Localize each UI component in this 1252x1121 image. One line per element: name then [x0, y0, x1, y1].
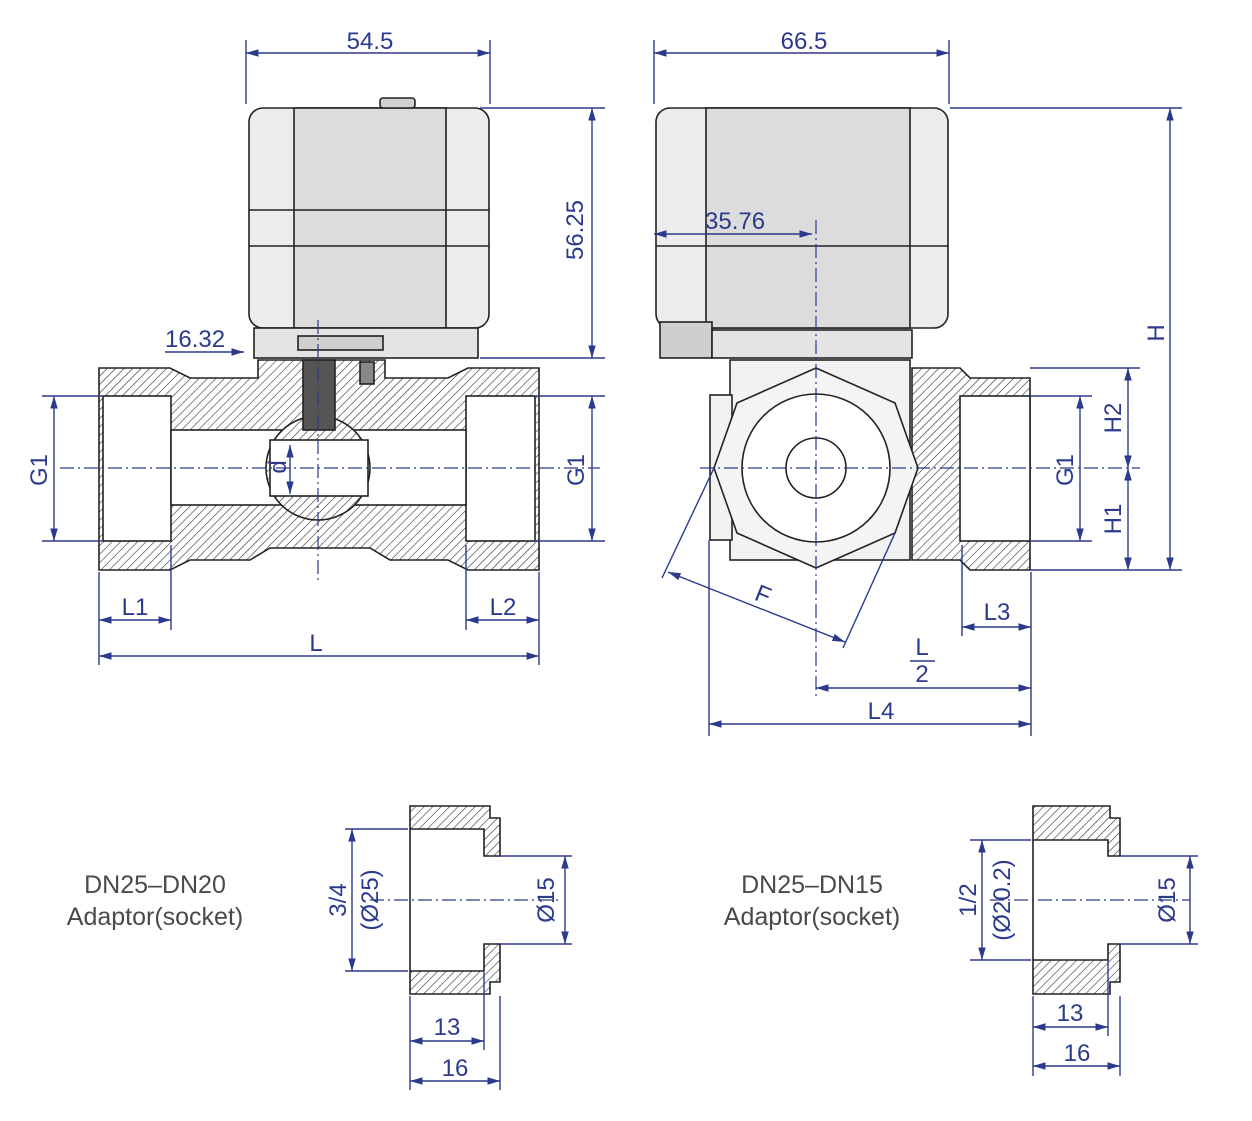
dim-side-width: 66.5 [653, 28, 950, 104]
adaptor-a-thread: 3/4 [325, 883, 352, 916]
dim-l3: L3 [961, 545, 1032, 736]
dim-g1-right: G1 [536, 395, 605, 542]
adaptor-a-len-13: 13 [434, 1014, 461, 1041]
adaptor-b-len-16: 16 [1064, 1040, 1091, 1067]
dim-half-length: L 2 [816, 634, 1031, 692]
adaptor-a-outer-diam: (Ø25) [357, 869, 384, 930]
half-numerator-text: L [915, 634, 928, 661]
adaptor-a-inner-diam: Ø15 [533, 877, 560, 922]
dim-bore-d: d [265, 445, 294, 494]
dim-side-axis: 35.76 [654, 208, 812, 238]
front-actuator [248, 97, 490, 359]
bore-d-text: d [265, 460, 292, 473]
g1-left-text: G1 [26, 454, 53, 486]
h-text: H [1143, 324, 1170, 341]
dim-g1-left: G1 [26, 395, 102, 542]
adaptor-a-title-1: DN25–DN20 [84, 871, 226, 899]
dim-h1-h2: H2 H1 [1030, 367, 1140, 570]
l-text: L [309, 630, 322, 657]
dim-front-height: 56.25 [480, 107, 605, 359]
front-view: 54.5 56.25 16.32 d G1 [26, 28, 605, 665]
g1-side-text: G1 [1052, 454, 1079, 486]
l3-text: L3 [984, 599, 1011, 626]
dim-54-5-text: 54.5 [347, 28, 394, 55]
l4-text: L4 [868, 698, 895, 725]
adaptor-b-inner-diam: Ø15 [1154, 877, 1181, 922]
h2-text: H2 [1100, 403, 1127, 434]
g1-right-text: G1 [563, 454, 590, 486]
adaptor-b-title-1: DN25–DN15 [741, 871, 883, 899]
adaptor-a-len-16: 16 [442, 1055, 469, 1082]
side-actuator [655, 107, 949, 359]
dim-g1-side: G1 [1030, 395, 1092, 542]
dim-56-25-text: 56.25 [562, 200, 589, 260]
dim-l4: L4 [708, 540, 1031, 736]
front-valve-body [98, 359, 540, 571]
dim-66-5-text: 66.5 [781, 28, 828, 55]
dim-total-height: H [950, 107, 1182, 571]
adaptor-b-dims: 1/2 (Ø20.2) Ø15 13 16 [955, 839, 1198, 1076]
side-view: 66.5 35.76 H H2 H1 G1 [653, 28, 1182, 736]
adaptor-dn25-dn20: DN25–DN20 Adaptor(socket) 3/4 (Ø25) Ø15 … [67, 805, 572, 1090]
l1-text: L1 [122, 594, 149, 621]
adaptor-b-title-2: Adaptor(socket) [724, 903, 900, 931]
adaptor-b-outer-diam: (Ø20.2) [989, 859, 1016, 940]
h1-text: H1 [1100, 504, 1127, 535]
dim-front-offset: 16.32 [165, 326, 244, 356]
dim-front-width: 54.5 [245, 28, 491, 104]
adaptor-b-thread: 1/2 [955, 883, 982, 916]
dim-front-lengths: L1 L2 L [98, 545, 540, 665]
side-valve-body [709, 359, 1031, 571]
dim-16-32-text: 16.32 [165, 326, 225, 353]
dim-35-76-text: 35.76 [705, 208, 765, 235]
adaptor-a-dims: 3/4 (Ø25) Ø15 13 16 [325, 828, 572, 1090]
l2-text: L2 [490, 594, 517, 621]
adaptor-b-len-13: 13 [1057, 1000, 1084, 1027]
half-denominator-text: 2 [915, 661, 928, 688]
adaptor-dn25-dn15: DN25–DN15 Adaptor(socket) 1/2 (Ø20.2) Ø1… [724, 805, 1198, 1076]
f-text: F [751, 580, 775, 611]
adaptor-a-title-2: Adaptor(socket) [67, 903, 243, 931]
